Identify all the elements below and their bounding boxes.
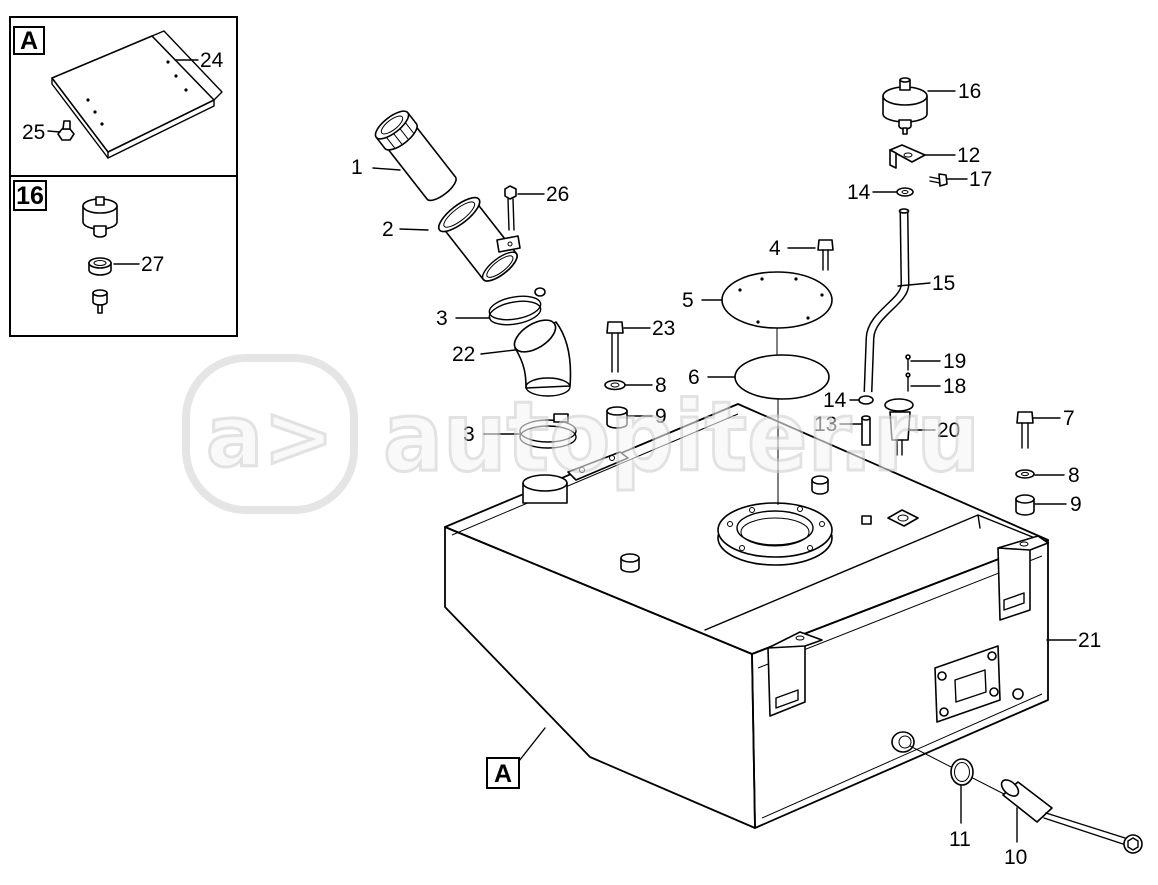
callout-6: 6 xyxy=(688,366,700,389)
tank-boss-top-right xyxy=(811,475,829,495)
clamp-3-lower xyxy=(519,413,577,449)
inset-a-tag-box xyxy=(13,26,45,55)
watermark-logo-frame xyxy=(182,354,358,514)
spacer-9-right xyxy=(1015,494,1035,516)
bolt-17 xyxy=(929,173,948,187)
callout-5: 5 xyxy=(682,289,694,312)
inset-16-tag-box xyxy=(13,180,47,211)
callout-18: 18 xyxy=(943,375,966,398)
watermark-logo: a> xyxy=(206,387,334,487)
heater-element-10 xyxy=(1000,779,1143,854)
bolt-26 xyxy=(504,185,517,231)
callout-9-left: 9 xyxy=(655,405,667,428)
callout-15: 15 xyxy=(932,272,955,295)
washer-8-right xyxy=(1015,469,1035,479)
callout-17: 17 xyxy=(969,168,992,191)
view-a-tag-label: A xyxy=(494,760,512,788)
callout-2: 2 xyxy=(382,218,394,241)
neck-bracket xyxy=(567,451,629,481)
callout-21: 21 xyxy=(1078,629,1101,652)
tank-flange xyxy=(717,502,833,566)
callout-19: 19 xyxy=(943,350,966,373)
cover-plate-24 xyxy=(51,30,223,159)
bolt-25 xyxy=(57,120,75,141)
ring-27 xyxy=(88,257,112,276)
inset-16: 16 27 xyxy=(13,180,164,314)
callout-3-lower: 3 xyxy=(463,423,475,446)
tank-bracket-front xyxy=(767,631,823,717)
callout-11: 11 xyxy=(949,828,971,851)
callout-16: 16 xyxy=(958,80,981,103)
bolt-23 xyxy=(606,321,624,373)
drain-fitting xyxy=(891,731,915,753)
tank-boss-top-left xyxy=(620,553,640,573)
callout-1: 1 xyxy=(351,156,363,179)
callout-7: 7 xyxy=(1063,407,1075,430)
bolt-4 xyxy=(817,239,834,271)
inset-a-tag: A xyxy=(20,27,38,55)
callout-4: 4 xyxy=(769,237,781,260)
breather-cap xyxy=(82,196,118,238)
ring-11 xyxy=(950,758,974,786)
sensor-plug xyxy=(92,289,108,314)
callout-25: 25 xyxy=(22,121,45,144)
callout-12: 12 xyxy=(957,144,980,167)
callout-3-upper: 3 xyxy=(436,307,448,330)
callout-9-right: 9 xyxy=(1070,493,1082,516)
callout-26: 26 xyxy=(546,183,569,206)
cover-plate-5 xyxy=(721,271,833,329)
callout-23: 23 xyxy=(652,317,675,340)
callout-24: 24 xyxy=(200,49,224,72)
elbow-hose-22 xyxy=(513,319,572,397)
assembly-axis xyxy=(776,328,779,505)
callout-8-left: 8 xyxy=(655,374,667,397)
callout-8-right: 8 xyxy=(1068,464,1080,487)
callout-14-upper: 14 xyxy=(847,181,871,204)
fitting-13 xyxy=(861,415,871,446)
bracket-12 xyxy=(889,144,926,169)
inset-a: A 24 25 xyxy=(13,26,224,159)
filler-pipe-1 xyxy=(374,110,457,202)
callout-14-lower: 14 xyxy=(823,389,847,412)
leader-lines xyxy=(372,90,1077,843)
tank-filler-stub xyxy=(522,474,568,504)
pin-19 xyxy=(905,354,911,371)
inset-frame xyxy=(9,16,238,337)
washer-14-upper xyxy=(896,187,914,197)
hose-bracket xyxy=(496,235,521,253)
tank-bracket-right xyxy=(997,535,1049,621)
pickup-unit-20 xyxy=(884,398,914,456)
callout-20: 20 xyxy=(937,419,960,442)
hose-2 xyxy=(437,196,518,282)
watermark: a> autopiter.ru xyxy=(182,354,982,514)
fuel-tank-21 xyxy=(444,403,1049,829)
pin-18 xyxy=(905,372,911,392)
inset-16-tag: 16 xyxy=(16,182,44,210)
watermark-text: autopiter.ru xyxy=(383,381,980,493)
view-a-tag: A xyxy=(486,757,520,789)
tank-fittings-top xyxy=(861,509,919,527)
callout-10: 10 xyxy=(1004,846,1027,869)
spacer-9-left xyxy=(606,406,628,429)
callout-13: 13 xyxy=(814,413,837,436)
callout-27: 27 xyxy=(141,253,164,276)
bolt-7 xyxy=(1016,411,1034,449)
tank-boss-front xyxy=(1012,688,1024,700)
breather-hose-15 xyxy=(863,208,910,393)
callouts: 1 2 3 22 3 26 23 8 9 4 5 6 16 12 17 14 1… xyxy=(351,80,1101,869)
sender-plate xyxy=(934,645,1001,723)
breather-cap-16 xyxy=(882,77,928,135)
callout-22: 22 xyxy=(452,343,475,366)
